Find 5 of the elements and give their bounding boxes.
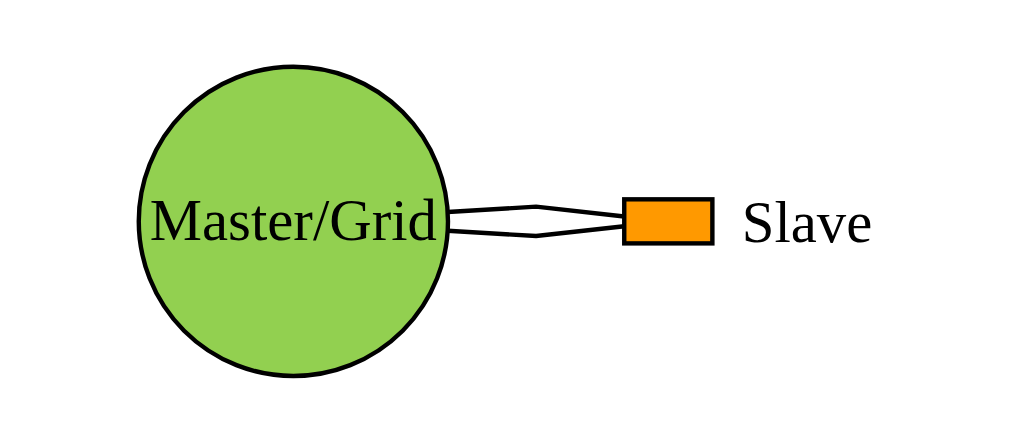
connector (447, 204, 624, 219)
connector (447, 224, 624, 239)
component-label: Slave (741, 190, 872, 256)
node-circle: Master/Grid (136, 64, 450, 379)
node-box (621, 197, 715, 246)
